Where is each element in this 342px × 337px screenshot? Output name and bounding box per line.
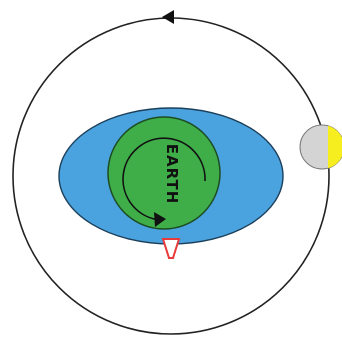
moon-icon <box>300 125 342 169</box>
earth-label: EARTH <box>163 144 181 205</box>
orbit-direction-arrow-icon <box>162 10 174 24</box>
tide-marker-icon <box>163 239 179 258</box>
